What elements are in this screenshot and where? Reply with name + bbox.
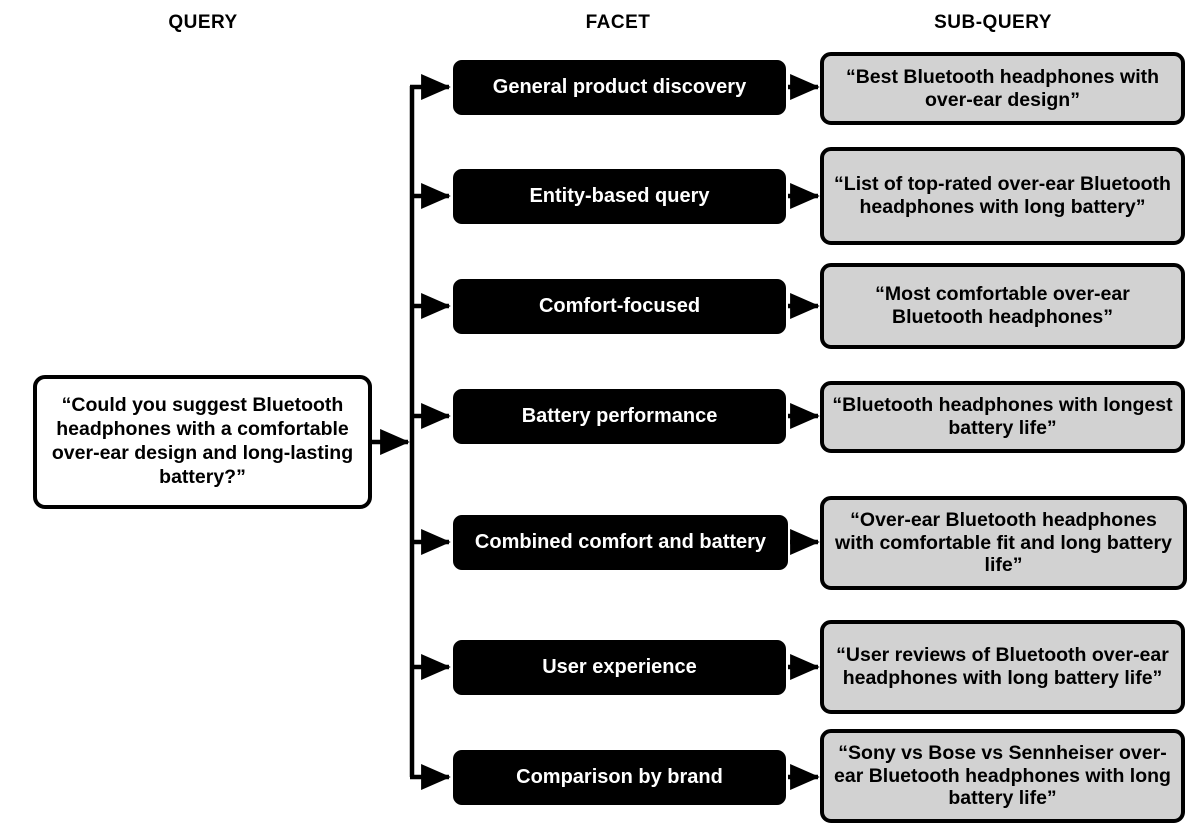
- facet-box-1[interactable]: General product discovery: [453, 60, 786, 115]
- subquery-text-5: “Over-ear Bluetooth headphones with comf…: [835, 508, 1172, 577]
- facet-box-7[interactable]: Comparison by brand: [453, 750, 786, 805]
- facet-label-4: Battery performance: [521, 405, 718, 427]
- subquery-box-2[interactable]: “List of top-rated over-ear Bluetooth he…: [820, 147, 1185, 245]
- subquery-box-7[interactable]: “Sony vs Bose vs Sennheiser over-ear Blu…: [820, 729, 1185, 823]
- facet-label-7: Comparison by brand: [516, 766, 723, 788]
- column-header-facet: FACET: [585, 12, 651, 33]
- column-header-query: QUERY: [168, 12, 238, 33]
- facet-label-5: Combined comfort and battery: [474, 531, 767, 553]
- facet-box-6[interactable]: User experience: [453, 640, 786, 695]
- subquery-text-2: “List of top-rated over-ear Bluetooth he…: [834, 173, 1171, 218]
- query-text: “Could you suggest Bluetooth headphones …: [51, 394, 354, 488]
- subquery-text-1: “Best Bluetooth headphones with over-ear…: [845, 65, 1160, 111]
- subquery-text-4: “Bluetooth headphones with longest batte…: [832, 394, 1173, 439]
- subquery-text-3: “Most comfortable over-ear Bluetooth hea…: [875, 283, 1130, 328]
- subquery-box-1[interactable]: “Best Bluetooth headphones with over-ear…: [820, 52, 1185, 125]
- subquery-box-4[interactable]: “Bluetooth headphones with longest batte…: [820, 381, 1185, 453]
- facet-box-3[interactable]: Comfort-focused: [453, 279, 786, 334]
- column-header-subquery: SUB-QUERY: [934, 12, 1052, 33]
- facet-label-2: Entity-based query: [529, 185, 710, 207]
- query-box[interactable]: “Could you suggest Bluetooth headphones …: [33, 375, 372, 509]
- subquery-box-3[interactable]: “Most comfortable over-ear Bluetooth hea…: [820, 263, 1185, 349]
- facet-label-1: General product discovery: [492, 76, 747, 98]
- facet-box-4[interactable]: Battery performance: [453, 389, 786, 444]
- subquery-text-6: “User reviews of Bluetooth over-ear head…: [836, 644, 1169, 689]
- subquery-box-5[interactable]: “Over-ear Bluetooth headphones with comf…: [820, 496, 1187, 590]
- facet-label-6: User experience: [542, 656, 697, 678]
- facet-box-2[interactable]: Entity-based query: [453, 169, 786, 224]
- subquery-box-6[interactable]: “User reviews of Bluetooth over-ear head…: [820, 620, 1185, 714]
- facet-box-5[interactable]: Combined comfort and battery: [453, 515, 788, 570]
- subquery-text-7: “Sony vs Bose vs Sennheiser over-ear Blu…: [834, 741, 1171, 810]
- facet-label-3: Comfort-focused: [538, 295, 701, 317]
